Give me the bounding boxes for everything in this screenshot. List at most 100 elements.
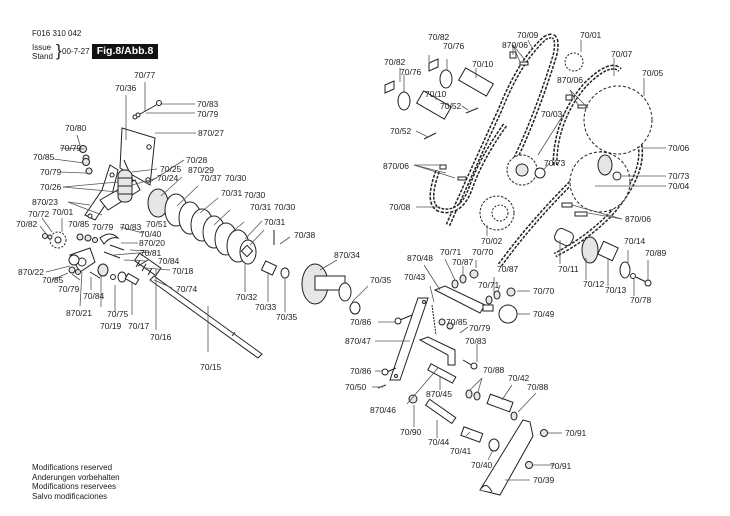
issue-date: 00-7-27: [62, 47, 90, 56]
callout: 70/84: [83, 291, 105, 301]
callout: 70/08: [389, 202, 411, 212]
callout: 70/52: [390, 126, 412, 136]
callout: 70/35: [370, 275, 392, 285]
callout: 70/82: [16, 219, 38, 229]
callout: 70/31: [250, 202, 272, 212]
callout: 70/38: [294, 230, 316, 240]
spring-70-42-and-washers: [465, 389, 518, 421]
shaft-70-44: [408, 394, 457, 425]
callout: 870/06: [502, 40, 528, 50]
callout: 70/79: [197, 109, 219, 119]
issue-label: Issue: [32, 43, 52, 52]
spring-70-16: [133, 252, 162, 277]
chain-70-09: [445, 33, 559, 227]
stand-label: Stand: [32, 52, 53, 61]
callout: 70/52: [440, 101, 462, 111]
callout: 70/79: [58, 284, 80, 294]
callout: 70/30: [274, 202, 296, 212]
callout: 70/10: [425, 89, 447, 99]
note-line: Salvo modificaciones: [32, 491, 108, 501]
callout: 70/76: [400, 67, 422, 77]
callout: 870/45: [426, 389, 452, 399]
callout: 70/85: [68, 219, 90, 229]
callout: 70/87: [497, 264, 519, 274]
callout: 70/43: [404, 272, 426, 282]
callout: 70/30: [244, 190, 266, 200]
sprocket-70-05: [583, 85, 653, 155]
callout: 70/09: [517, 30, 539, 40]
callout: 70/91: [565, 428, 587, 438]
callout: 70/50: [345, 382, 367, 392]
note-line: Modifications reservees: [32, 482, 117, 491]
callout: 70/84: [158, 256, 180, 266]
note-line: Modifications reserved: [32, 463, 113, 472]
callout: 70/79: [60, 143, 82, 153]
callout: 70/89: [645, 248, 667, 258]
washers-70-71-70-87: [451, 269, 516, 305]
callout: 70/02: [481, 236, 503, 246]
callout: 70/77: [134, 70, 156, 80]
callout: 70/19: [100, 321, 122, 331]
callout: 70/70: [472, 247, 494, 257]
callout: 70/90: [400, 427, 422, 437]
washers-left: [79, 145, 93, 175]
callout: 70/31: [221, 188, 243, 198]
sprocket-70-04: [569, 151, 631, 213]
callout: 70/44: [428, 437, 450, 447]
callout: 70/11: [558, 264, 579, 274]
callout: 70/10: [472, 59, 494, 69]
callout: 70/86: [350, 366, 372, 376]
spring-70-41-spacer: [460, 426, 500, 452]
callout: 70/79: [92, 222, 114, 232]
callout: 70/88: [527, 382, 549, 392]
callout: 70/49: [533, 309, 555, 319]
document-number: F016 310 042: [32, 29, 82, 38]
sprocket-70-01-right: [564, 52, 584, 72]
callout: 70/06: [668, 143, 690, 153]
small-parts-left: [68, 233, 149, 286]
callout: 870/22: [18, 267, 44, 277]
callout: 70/76: [443, 41, 465, 51]
callout: 70/03: [541, 109, 563, 119]
callout: 70/32: [236, 292, 258, 302]
callout: 70/75: [107, 309, 129, 319]
callout: 870/29: [188, 165, 214, 175]
callout: 70/01: [580, 30, 602, 40]
callout: 70/15: [200, 362, 222, 372]
callout: 870/21: [66, 308, 92, 318]
callout: 70/74: [176, 284, 198, 294]
fork-arm-70-39: [479, 419, 548, 496]
chain-70-08: [429, 123, 508, 214]
bolts-lower: [377, 314, 478, 389]
callout: 70/73: [668, 171, 690, 181]
callout: 70/81: [140, 248, 162, 258]
bracket-70-83: [418, 336, 456, 366]
callout: 70/91: [550, 461, 572, 471]
callout: 870/34: [334, 250, 360, 260]
callout: 870/48: [407, 253, 433, 263]
callout: 70/82: [428, 32, 450, 42]
callout: 70/71: [440, 247, 462, 257]
callout: 70/24: [157, 173, 179, 183]
callout: 70/07: [611, 49, 633, 59]
callout: 870/23: [32, 197, 58, 207]
callout: 70/79: [469, 323, 491, 333]
callout: 70/83: [120, 222, 142, 232]
sprocket-70-02: [479, 195, 515, 231]
callout: 70/85: [446, 317, 468, 327]
brace-glyph: }: [56, 41, 62, 60]
callout: 70/05: [642, 68, 664, 78]
plate-870-47: [389, 297, 429, 381]
callout: 70/86: [350, 317, 372, 327]
callout: 870/06: [557, 75, 583, 85]
callout: 70/31: [264, 217, 286, 227]
callout: 70/18: [172, 266, 194, 276]
callout: 70/01: [52, 207, 74, 217]
clutch-hub-870-34: [301, 263, 361, 315]
callout: 70/83: [465, 336, 487, 346]
callout: 70/87: [452, 257, 474, 267]
sprocket-70-03: [506, 154, 546, 186]
callout: 70/71: [478, 280, 500, 290]
callout: 70/83: [197, 99, 219, 109]
